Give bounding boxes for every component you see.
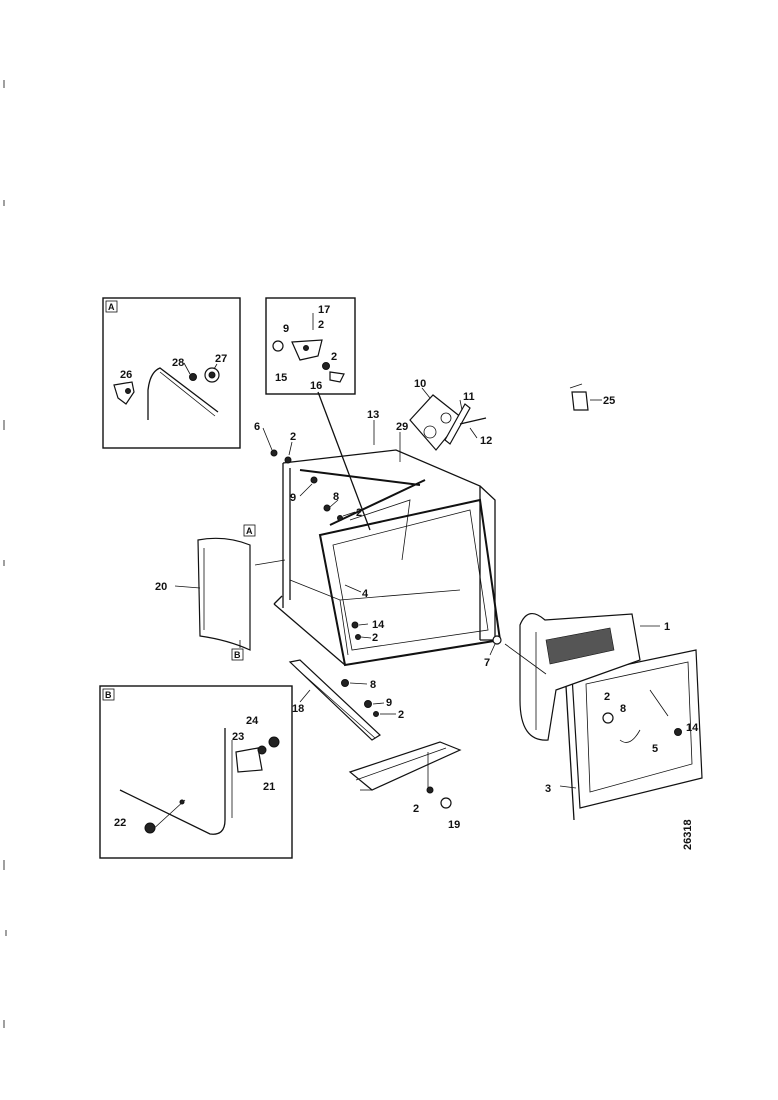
plate-21: [235, 747, 263, 773]
callout-6: 6: [254, 421, 260, 433]
bolt-7: [492, 635, 502, 645]
callout-8-right: 8: [620, 703, 626, 715]
washer-2-low: [355, 634, 361, 640]
callout-2-right: 2: [398, 709, 404, 721]
side-door-20: A B 20: [155, 524, 286, 661]
bracket-26: [113, 381, 135, 405]
callout-18: 18: [292, 703, 304, 715]
inset-box-a-tag-frame: [105, 300, 118, 313]
callout-2-inset-top: 2: [318, 319, 324, 331]
callout-9-mid: 9: [386, 697, 392, 709]
cabinet-body: 13 29 10 11 12 6 2 9 8 2 4 14 2 8 9 2 7: [254, 378, 502, 721]
callout-12: 12: [480, 435, 492, 447]
callout-25: 25: [603, 395, 615, 407]
callout-17: 17: [318, 304, 330, 316]
callout-21: 21: [263, 781, 275, 793]
callout-2-inset-mid: 2: [331, 351, 337, 363]
callout-20: 20: [155, 581, 167, 593]
callout-14: 14: [372, 619, 385, 631]
front-frame-4: [318, 498, 502, 667]
callout-8-mid: 8: [370, 679, 376, 691]
drawing-reference-number: 26318: [682, 819, 694, 850]
inset-box-b: B 24 23 21 22: [99, 685, 293, 859]
callout-4: 4: [362, 588, 369, 600]
callout-19: 19: [448, 819, 460, 831]
wire-bracket: [119, 728, 226, 835]
inset-box-a: A 26 28 27: [102, 297, 241, 449]
washer-2-base: [373, 711, 379, 717]
scan-edge-marks: [3, 80, 7, 1028]
callout-2-left: 2: [290, 431, 296, 443]
bolt-16: [329, 371, 345, 383]
callout-10: 10: [414, 378, 426, 390]
washer-28: [189, 373, 197, 381]
part-25: 25: [569, 383, 615, 411]
rail-18: 18: [288, 659, 381, 741]
strip-11: [444, 403, 471, 445]
knob-24: [268, 736, 280, 748]
callout-13: 13: [367, 409, 379, 421]
rod-26-28: [147, 367, 219, 420]
callout-2-low: 2: [372, 632, 378, 644]
callout-24: 24: [246, 715, 259, 727]
leader-hinge: [317, 391, 371, 531]
screw-8-top: [323, 504, 331, 512]
screw-6: [270, 449, 278, 457]
callout-3: 3: [545, 783, 551, 795]
callout-23: 23: [232, 731, 244, 743]
callout-7: 7: [484, 657, 490, 669]
washer-23: [257, 745, 267, 755]
marker-b: B: [234, 650, 241, 660]
inset-box-hinge: 17 2 9 2 15 16: [265, 297, 356, 395]
nut-9-base: [364, 700, 372, 708]
nut-5: [674, 728, 682, 736]
nut-9-body: [310, 476, 318, 484]
pin-12: [459, 417, 487, 425]
marker-b-frame: [231, 648, 244, 661]
inset-box-b-tag-frame: [102, 688, 115, 701]
callout-9-left: 9: [290, 492, 296, 504]
inset-box-b-tag: B: [105, 690, 112, 700]
callout-14-right: 14: [686, 722, 699, 734]
washer-2-top: [284, 456, 292, 464]
marker-a: A: [246, 526, 253, 536]
washer-2-inset: [322, 362, 330, 370]
callout-2-mid: 2: [356, 507, 362, 519]
callout-2-bottom: 2: [413, 803, 419, 815]
callout-16: 16: [310, 380, 322, 392]
channel-base: 2 19: [348, 741, 462, 831]
callout-2-right-frame: 2: [604, 691, 610, 703]
callout-22: 22: [114, 817, 126, 829]
callout-9-inset: 9: [283, 323, 289, 335]
washer-2-bottom: [426, 786, 434, 794]
callout-1: 1: [664, 621, 670, 633]
callout-29: 29: [396, 421, 408, 433]
callout-15: 15: [275, 372, 287, 384]
callout-26: 26: [120, 369, 132, 381]
callout-28: 28: [172, 357, 184, 369]
screw-14: [351, 621, 359, 629]
callout-11: 11: [463, 391, 475, 403]
heater-panel-1: 1: [504, 613, 670, 741]
washer-2-mid: [337, 515, 343, 521]
marker-a-frame: [243, 524, 256, 537]
callout-8-top: 8: [333, 491, 339, 503]
inset-box-a-tag: A: [108, 302, 115, 312]
nut-9-inset: [272, 340, 284, 352]
knob-22: [144, 822, 156, 834]
screw-8-mid: [341, 679, 349, 687]
bolt-8-right: [602, 712, 614, 724]
nut-19: [440, 797, 452, 809]
callout-27: 27: [215, 353, 227, 365]
callout-5: 5: [652, 743, 658, 755]
